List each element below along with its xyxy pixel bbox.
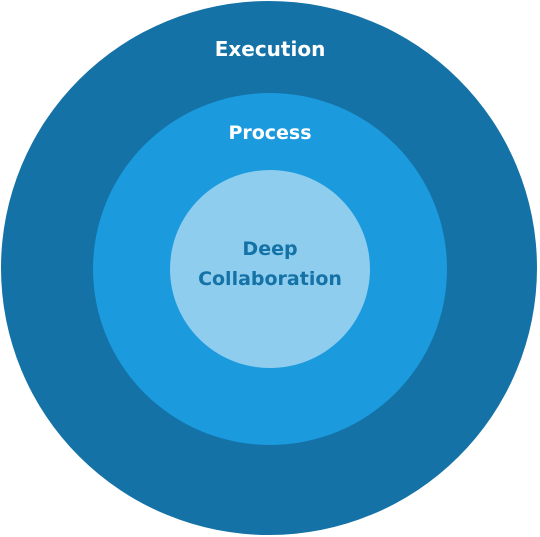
deep-collaboration-label-line1: Deep [242,238,298,260]
process-label: Process [228,122,312,144]
execution-label: Execution [214,37,326,61]
deep-collaboration-label: Deep Collaboration [0,234,540,294]
inner-ring-deep-collaboration [170,170,370,368]
deep-collaboration-label-line2: Collaboration [198,268,342,290]
